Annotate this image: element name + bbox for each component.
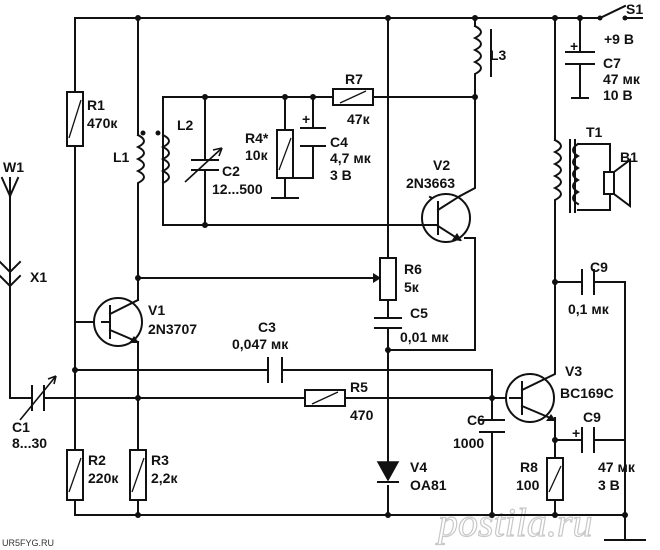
resistor-r7: [332, 88, 374, 106]
label-v2-name: V2: [433, 157, 450, 173]
capacitor-c9-lower: [581, 427, 595, 453]
label-b1: B1: [620, 149, 638, 165]
label-r4-value: 10к: [245, 147, 269, 163]
transistor-v2: [417, 107, 476, 243]
label-c6-name: C6: [467, 412, 485, 428]
label-l1: L1: [113, 149, 130, 165]
label-l3: L3: [490, 47, 507, 63]
label-v4-type: OA81: [410, 477, 447, 493]
label-r7-value: 47к: [347, 111, 371, 127]
label-c1-name: C1: [12, 419, 30, 435]
capacitor-c2-variable: [184, 139, 223, 191]
label-v1-name: V1: [148, 302, 165, 318]
transistor-v3: [505, 361, 557, 423]
label-c9-lower-value1: 47 мк: [598, 459, 636, 475]
label-r2-name: R2: [88, 452, 106, 468]
label-c6-value: 1000: [453, 435, 484, 451]
label-r6-value: 5к: [404, 279, 420, 295]
label-c2-name: C2: [222, 163, 240, 179]
resistor-r4: [276, 129, 294, 179]
label-c9-upper-name: C9: [590, 259, 608, 275]
label-c9-plus: +: [572, 425, 580, 441]
label-r6-name: R6: [404, 261, 422, 277]
label-r5-name: R5: [350, 379, 368, 395]
loudspeaker-b1: [603, 158, 631, 208]
antenna-w1: [0, 176, 20, 198]
label-l2: L2: [177, 117, 194, 133]
label-c2-value: 12...500: [212, 181, 263, 197]
label-c7-value1: 47 мк: [603, 71, 641, 87]
capacitor-c7: [565, 51, 595, 99]
labels: S1 +9 В + L3 R1 470к R7 47к C7 47 мк 10 …: [2, 1, 643, 548]
resistor-r8: [546, 457, 564, 501]
watermark-text: postila.ru: [435, 500, 592, 545]
inductor-l1: [135, 133, 145, 189]
label-v2-type: 2N3663: [406, 175, 455, 191]
transformer-t1: [552, 138, 580, 213]
label-r4-name: R4*: [245, 130, 269, 146]
label-c1-value: 8...30: [12, 435, 47, 451]
label-c4-plus: +: [302, 111, 310, 127]
inductor-l2: [160, 133, 170, 185]
label-v4-name: V4: [410, 459, 427, 475]
capacitor-c9-upper: [581, 269, 595, 295]
label-c4-value1: 4,7 мк: [330, 150, 372, 166]
resistor-r5: [304, 389, 346, 407]
label-r8-value: 100: [516, 477, 540, 493]
label-r5-value: 470: [350, 407, 374, 423]
capacitor-c4: [300, 127, 326, 147]
label-c3-value: 0,047 мк: [232, 336, 289, 352]
transistor-v1: [93, 297, 143, 347]
label-c3-name: C3: [258, 319, 276, 335]
site-caption: UR5FYG.RU: [2, 538, 54, 548]
label-r8-name: R8: [520, 459, 538, 475]
label-r3-name: R3: [151, 452, 169, 468]
label-c7-plus: +: [570, 38, 578, 54]
label-r1-name: R1: [87, 97, 105, 113]
resistor-r2: [66, 449, 84, 501]
label-c7-value2: 10 В: [603, 87, 633, 103]
label-s1: S1: [626, 1, 643, 17]
label-c7-name: C7: [603, 55, 621, 71]
label-r2-value: 220к: [88, 470, 119, 486]
label-c9-lower-name: C9: [583, 409, 601, 425]
label-t1: T1: [586, 124, 603, 140]
label-x1: X1: [30, 269, 47, 285]
label-c5-value: 0,01 мк: [400, 329, 449, 345]
connector-x1: [0, 260, 22, 288]
label-r3-value: 2,2к: [151, 470, 178, 486]
diode-v4: [376, 461, 400, 483]
label-c9-lower-value2: 3 В: [598, 477, 620, 493]
label-c5-name: C5: [410, 305, 428, 321]
label-w1: W1: [3, 159, 24, 175]
label-supply: +9 В: [604, 31, 634, 47]
resistor-r1: [66, 91, 84, 147]
capacitor-c6: [479, 419, 505, 433]
capacitor-c1-variable: [19, 375, 57, 421]
label-c4-name: C4: [330, 134, 348, 150]
label-r7-name: R7: [345, 71, 363, 87]
resistor-r3: [129, 449, 147, 501]
label-v3-name: V3: [565, 363, 582, 379]
capacitor-c3: [267, 357, 283, 383]
label-v3-type: BC169C: [560, 385, 614, 401]
label-c9-upper-value: 0,1 мк: [568, 301, 610, 317]
inductor-l3: [472, 24, 492, 79]
potentiometer-r6: [371, 257, 397, 301]
label-v1-type: 2N3707: [148, 321, 197, 337]
label-r1-value: 470к: [87, 115, 118, 131]
junctions: [72, 15, 628, 518]
label-c4-value2: 3 В: [330, 167, 352, 183]
capacitor-c5: [374, 317, 402, 329]
